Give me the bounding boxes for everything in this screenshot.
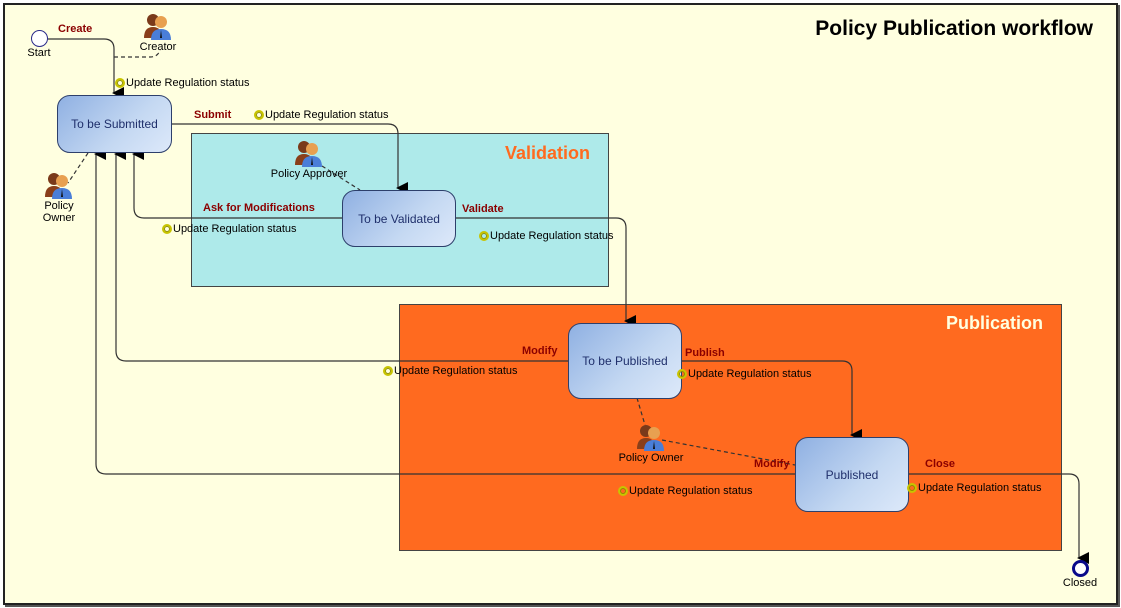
transition-submit-label[interactable]: Submit	[194, 109, 232, 121]
transition-publish-line	[682, 360, 862, 441]
transition-close-line	[909, 473, 1089, 564]
actor-link-policy-owner-2b	[661, 439, 796, 466]
actor-policy-owner-1-label-line1: Policy	[44, 200, 74, 212]
action-close[interactable]: Update Regulation status	[907, 482, 1042, 494]
actor-link-policy-owner-2a	[636, 397, 646, 426]
transition-ask-mod-line	[132, 148, 342, 219]
actor-link-creator	[114, 49, 161, 58]
users-icon	[45, 173, 72, 199]
transition-modify1-line	[114, 148, 568, 362]
gear-icon	[677, 369, 687, 379]
action-submit[interactable]: Update Regulation status	[254, 109, 389, 121]
transition-publish-label[interactable]: Publish	[685, 347, 725, 359]
actor-policy-approver[interactable]: Policy Approver	[268, 139, 350, 180]
actor-link-policy-owner-1	[67, 152, 89, 184]
action-create-label: Update Regulation status	[126, 77, 250, 89]
end-label: Closed	[1062, 577, 1098, 589]
transition-create-line	[48, 38, 124, 99]
action-publish[interactable]: Update Regulation status	[677, 368, 812, 380]
end-event[interactable]: Closed	[1060, 560, 1100, 589]
actor-policy-approver-label: Policy Approver	[270, 168, 348, 180]
action-modify1-label: Update Regulation status	[394, 365, 518, 377]
actor-policy-owner-2[interactable]: Policy Owner	[614, 423, 688, 464]
actor-policy-owner-1[interactable]: Policy Owner	[36, 171, 82, 224]
transition-validate-label[interactable]: Validate	[462, 203, 504, 215]
transition-modify2-line	[94, 148, 795, 475]
action-ask-mod-label: Update Regulation status	[173, 223, 297, 235]
lane-title-validation: Validation	[504, 143, 590, 163]
gear-icon	[383, 366, 393, 376]
gear-icon	[162, 224, 172, 234]
actor-creator[interactable]: Creator	[133, 12, 183, 53]
start-circle-icon	[30, 30, 48, 47]
lane-title-publication: Publication	[945, 313, 1043, 333]
actor-link-policy-approver	[321, 165, 361, 191]
lane-publication[interactable]: Publication	[399, 304, 1062, 551]
state-published[interactable]: Published	[795, 437, 909, 512]
users-icon	[637, 425, 664, 451]
action-close-label: Update Regulation status	[918, 482, 1042, 494]
actor-creator-label: Creator	[139, 41, 177, 53]
action-create[interactable]: Update Regulation status	[115, 77, 250, 89]
start-event[interactable]: Start	[24, 30, 54, 59]
actor-policy-owner-2-label: Policy Owner	[618, 452, 684, 464]
action-validate[interactable]: Update Regulation status	[479, 230, 614, 242]
state-to-be-submitted[interactable]: To be Submitted	[57, 95, 172, 153]
action-publish-label: Update Regulation status	[688, 368, 812, 380]
action-modify2-label: Update Regulation status	[629, 485, 753, 497]
gear-icon	[618, 486, 628, 496]
end-circle-icon	[1071, 560, 1089, 577]
state-to-be-published[interactable]: To be Published	[568, 323, 682, 399]
actor-policy-owner-1-label-line2: Owner	[42, 212, 76, 224]
gear-icon	[254, 110, 264, 120]
lane-validation[interactable]: Validation	[191, 133, 609, 287]
users-icon	[295, 141, 322, 167]
diagram-title: Policy Publication workflow	[815, 17, 1093, 40]
gear-icon	[115, 78, 125, 88]
transition-submit-line	[171, 123, 408, 194]
transition-create-label[interactable]: Create	[58, 23, 93, 35]
gear-icon	[907, 483, 917, 493]
transition-ask-mod-label[interactable]: Ask for Modifications	[203, 202, 315, 214]
transition-modify1-label[interactable]: Modify	[522, 345, 558, 357]
action-validate-label: Update Regulation status	[490, 230, 614, 242]
action-ask-mod[interactable]: Update Regulation status	[162, 223, 297, 235]
users-icon	[144, 14, 171, 40]
transition-validate-line	[455, 217, 636, 327]
state-to-be-validated[interactable]: To be Validated	[342, 190, 456, 247]
gear-icon	[479, 231, 489, 241]
start-label: Start	[27, 47, 51, 59]
transition-modify2-label[interactable]: Modify	[754, 458, 790, 470]
action-modify1[interactable]: Update Regulation status	[383, 365, 518, 377]
action-modify2[interactable]: Update Regulation status	[618, 485, 753, 497]
action-submit-label: Update Regulation status	[265, 109, 389, 121]
transition-close-label[interactable]: Close	[925, 458, 955, 470]
